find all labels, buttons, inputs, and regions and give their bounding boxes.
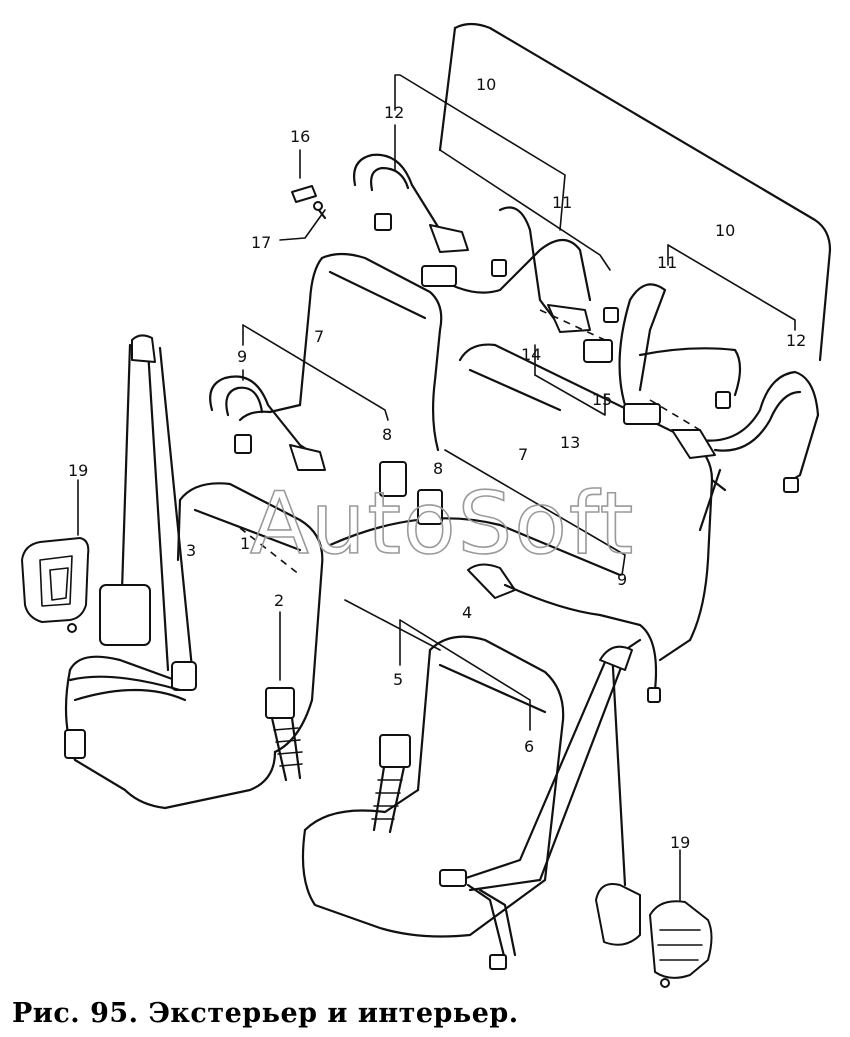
middle-seat-left [238, 252, 443, 452]
callout-14: 14 [521, 345, 541, 364]
front-seat-left [64, 482, 324, 810]
middle-buckles [379, 461, 443, 525]
callout-8-left: 8 [382, 425, 392, 444]
front-right-buckle [371, 734, 411, 834]
callout-15: 15 [592, 390, 612, 409]
middle-left-lap-belt [209, 375, 326, 471]
front-left-retractor [99, 584, 151, 646]
rear-center-belt [498, 206, 619, 363]
callout-17: 17 [251, 233, 271, 252]
front-right-belt [439, 638, 642, 970]
right-trim-cover [649, 900, 713, 988]
front-left-belt [64, 334, 197, 759]
rear-seat-back [438, 22, 832, 362]
callout-labels: 1 2 3 4 5 6 7 7 8 8 9 9 10 10 11 11 12 1… [68, 75, 806, 852]
callout-10-right: 10 [715, 221, 735, 240]
callout-12-right: 12 [786, 331, 806, 350]
callout-6: 6 [524, 737, 534, 756]
callout-2: 2 [274, 591, 284, 610]
callout-9-left: 9 [237, 347, 247, 366]
callout-4: 4 [462, 603, 472, 622]
leader-lines [77, 74, 796, 901]
rear-right-belt [618, 283, 820, 493]
middle-right-belt [467, 563, 661, 703]
rear-left-belt [353, 153, 592, 302]
callout-12-left: 12 [384, 103, 404, 122]
figure-caption: Рис. 95. Экстерьер и интерьер. [12, 998, 519, 1029]
watermark: AutoSoft [250, 474, 635, 574]
front-left-buckle [265, 687, 303, 782]
callout-9-right: 9 [617, 570, 627, 589]
callout-13: 13 [560, 433, 580, 452]
callout-5: 5 [393, 670, 403, 689]
middle-seat-right [458, 343, 727, 662]
callout-8-right: 8 [433, 459, 443, 478]
callout-7-right: 7 [518, 445, 528, 464]
callout-1: 1 [240, 534, 250, 553]
seat-belt-diagram: 1 2 3 4 5 6 7 7 8 8 9 9 10 10 11 11 12 1… [21, 22, 832, 988]
callout-10-left: 10 [476, 75, 496, 94]
front-right-retractor [595, 883, 641, 946]
callout-11-right: 11 [657, 253, 677, 272]
callout-3: 3 [186, 541, 196, 560]
callout-11-left: 11 [552, 193, 572, 212]
left-trim-cover [21, 537, 90, 633]
callout-16: 16 [290, 127, 310, 146]
callout-7-left: 7 [314, 327, 324, 346]
callout-19-left: 19 [68, 461, 88, 480]
anchor-bolt [291, 185, 327, 220]
callout-19-right: 19 [670, 833, 690, 852]
front-seat-right [301, 635, 565, 938]
